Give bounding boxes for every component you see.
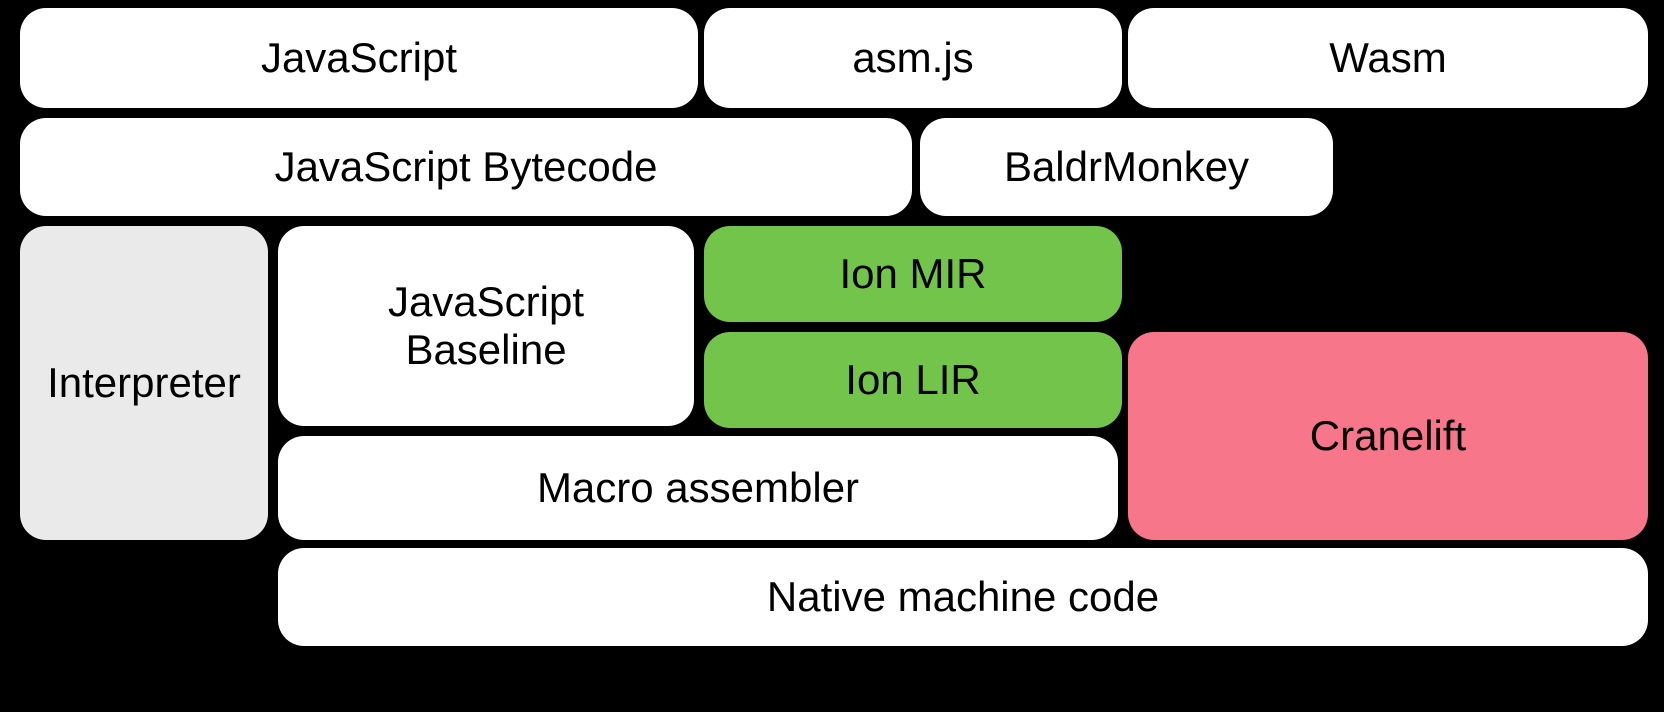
node-ion-lir: Ion LIR (704, 332, 1122, 428)
node-javascript: JavaScript (20, 8, 698, 108)
node-macro-assembler: Macro assembler (278, 436, 1118, 540)
node-interpreter: Interpreter (20, 226, 268, 540)
node-ion-mir: Ion MIR (704, 226, 1122, 322)
node-javascript-bytecode: JavaScript Bytecode (20, 118, 912, 216)
node-wasm: Wasm (1128, 8, 1648, 108)
node-cranelift: Cranelift (1128, 332, 1648, 540)
node-native-machine-code: Native machine code (278, 548, 1648, 646)
node-javascript-baseline: JavaScript Baseline (278, 226, 694, 426)
node-baldrmonkey: BaldrMonkey (920, 118, 1333, 216)
node-asmjs: asm.js (704, 8, 1122, 108)
